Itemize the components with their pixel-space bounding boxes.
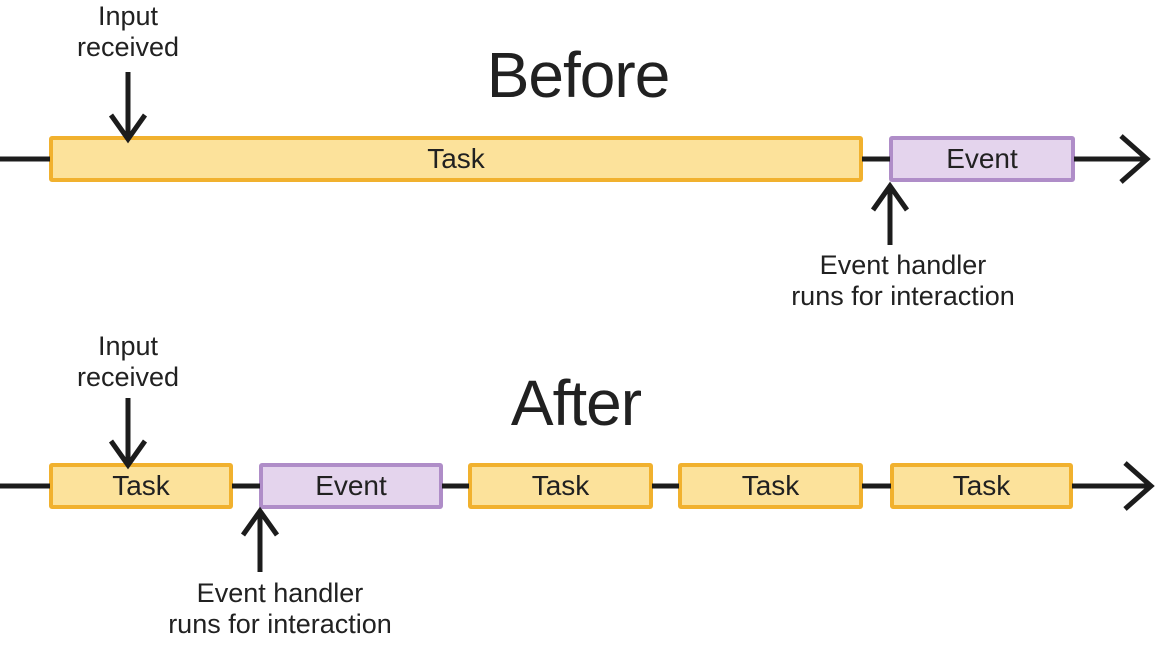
after-event-box: Event [259,463,443,509]
before-task-box: Task [49,136,863,182]
after-event-handler-label: Event handler runs for interaction [168,578,392,639]
after-input-arrow-icon [108,398,148,470]
after-task-box-3-label: Task [741,470,800,501]
before-title: Before [486,39,671,111]
after-task-box-1-label: Task [112,470,170,501]
after-task-box-3: Task [678,463,863,509]
after-task-box-4: Task [890,463,1073,509]
after-timeline-arrowhead-icon [1123,461,1155,511]
after-task-box-4-label: Task [952,470,1011,501]
after-task-box-2: Task [468,463,653,509]
before-handler-arrow-icon [870,181,910,245]
after-event-box-label: Event [315,470,387,501]
before-event-box: Event [889,136,1075,182]
before-event-box-label: Event [946,143,1018,174]
before-task-box-label: Task [427,143,485,174]
before-input-arrow-icon [108,72,148,144]
after-task-box-1: Task [49,463,233,509]
before-timeline-arrowhead-icon [1119,134,1151,184]
after-task-box-2-label: Task [531,470,590,501]
before-input-received-label: Input received [76,1,180,62]
after-input-received-label: Input received [76,331,180,392]
before-event-handler-label: Event handler runs for interaction [791,250,1015,311]
after-handler-arrow-icon [240,506,280,572]
after-title: After [510,367,642,439]
